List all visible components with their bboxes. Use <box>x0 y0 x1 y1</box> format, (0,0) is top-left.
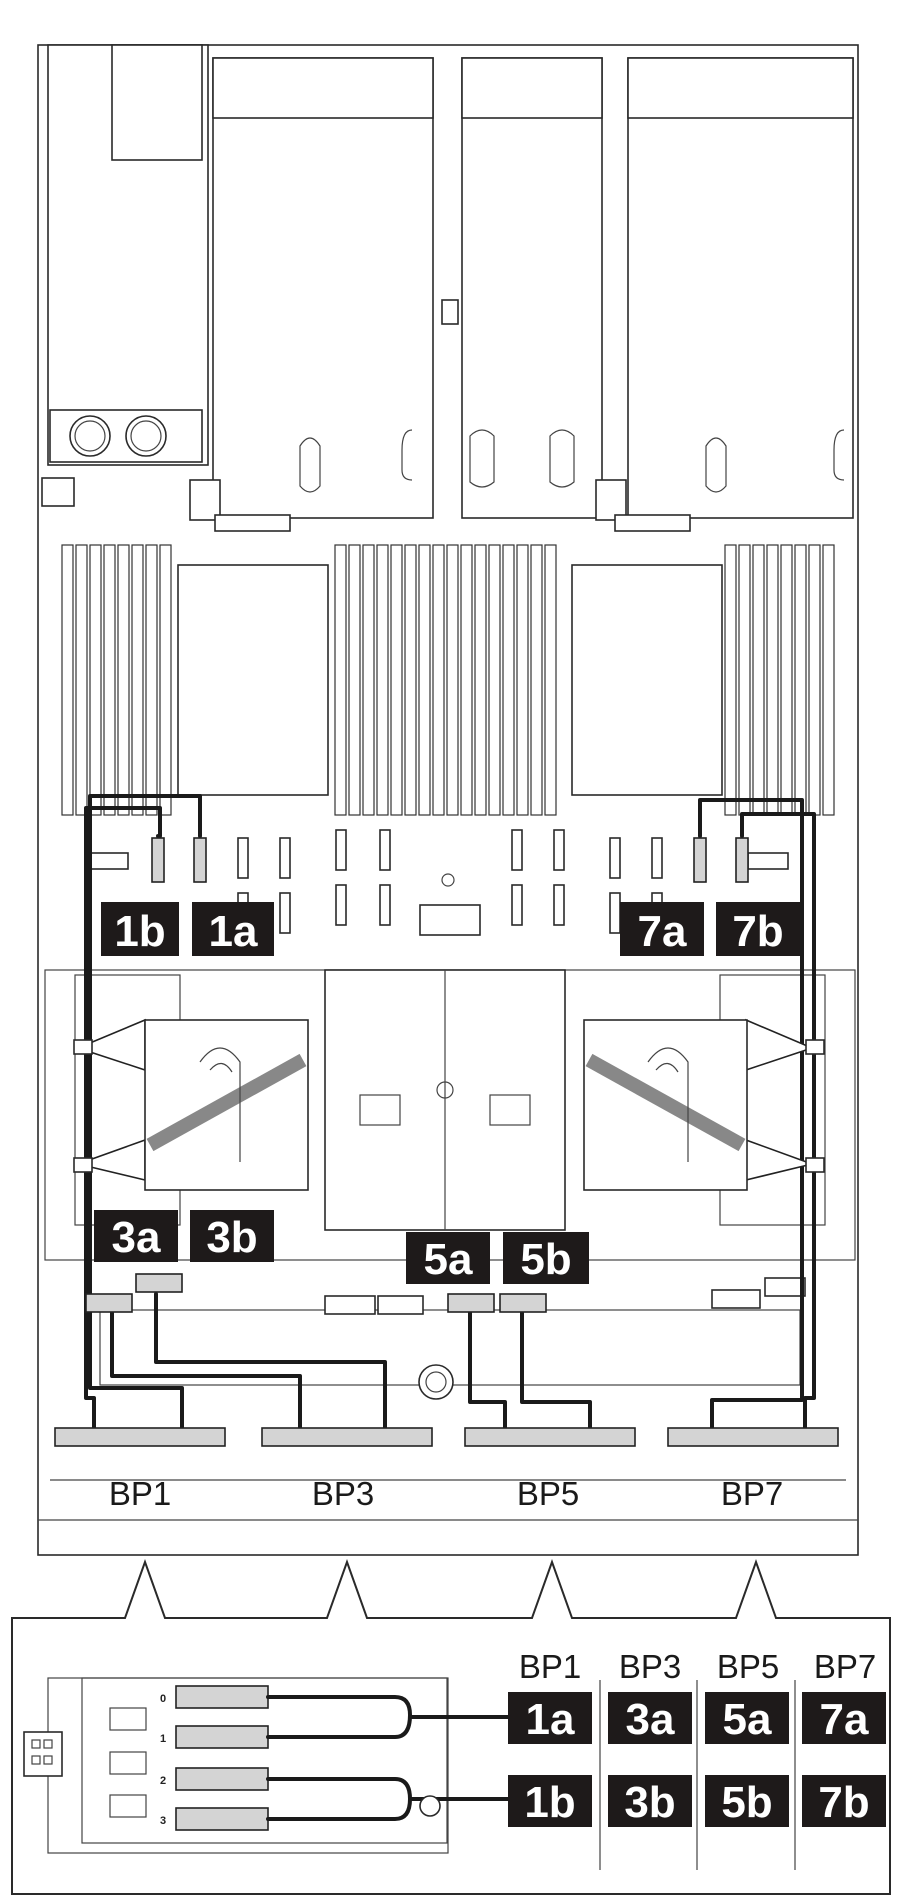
callout-1a-text: 1a <box>209 907 258 956</box>
dimm-slot <box>530 544 543 816</box>
backplane-label-bp3: BP3 <box>312 1475 374 1512</box>
dimm-slot <box>145 544 158 816</box>
dimm-slot <box>794 544 807 816</box>
dimm-slot <box>502 544 515 816</box>
port-number-3: 3 <box>160 1815 166 1827</box>
cables <box>84 794 816 1430</box>
dimm-slot <box>738 544 751 816</box>
power-supply-unit <box>41 44 209 507</box>
detail-callout-3b: 3b <box>608 1775 692 1827</box>
dimm-slot <box>544 544 557 816</box>
dimm-slot <box>446 544 459 816</box>
dimm-slots-left <box>61 544 172 816</box>
port-number-0: 0 <box>160 1693 166 1705</box>
detail-callout-3b-text: 3b <box>624 1778 675 1827</box>
riser-cage-right <box>595 57 854 532</box>
detail-callout-5a: 5a <box>705 1692 789 1744</box>
port-number-2: 2 <box>160 1775 166 1787</box>
dimm-slot <box>724 544 737 816</box>
dimm-slot <box>103 544 116 816</box>
cable-clips <box>73 1039 825 1173</box>
dimm-slot <box>822 544 835 816</box>
detail-header-bp5: BP5 <box>717 1648 779 1685</box>
detail-callout-5b-text: 5b <box>721 1778 772 1827</box>
dimm-slot <box>404 544 417 816</box>
callout-3a: 3a <box>94 1210 178 1262</box>
detail-callout-1a-text: 1a <box>526 1695 575 1744</box>
detail-callout-1b-text: 1b <box>524 1778 575 1827</box>
dimm-slot <box>362 544 375 816</box>
callout-3b: 3b <box>190 1210 274 1262</box>
riser-cage-left <box>189 57 434 532</box>
detail-callout-1a: 1a <box>508 1692 592 1744</box>
dimm-slot <box>348 544 361 816</box>
detail-callout-7b-text: 7b <box>818 1778 869 1827</box>
callout-3a-text: 3a <box>112 1213 161 1262</box>
detail-callout-7a-text: 7a <box>820 1695 869 1744</box>
dimm-slots-center <box>334 544 557 816</box>
detail-callout-1b: 1b <box>508 1775 592 1827</box>
dimm-slot <box>780 544 793 816</box>
dimm-slot <box>418 544 431 816</box>
callout-1a: 1a <box>192 902 274 956</box>
callout-7a: 7a <box>620 902 704 956</box>
dimm-slots-right <box>724 544 835 816</box>
callout-7b: 7b <box>716 902 800 956</box>
detail-callout-3a: 3a <box>608 1692 692 1744</box>
processor-1 <box>177 564 329 796</box>
backplane-label-bp5: BP5 <box>517 1475 579 1512</box>
backplane-connectors <box>54 1427 839 1447</box>
callout-5b-text: 5b <box>520 1235 571 1284</box>
dimm-slot <box>474 544 487 816</box>
backplane-ports <box>175 1685 269 1831</box>
riser-cage-middle <box>441 57 603 519</box>
cable-connectors-top <box>151 837 749 883</box>
callout-5a-text: 5a <box>424 1235 473 1284</box>
dimm-slot <box>117 544 130 816</box>
cable-connectors-bottom <box>85 1273 547 1313</box>
dimm-slot <box>75 544 88 816</box>
callout-7b-text: 7b <box>732 907 783 956</box>
dimm-slot <box>460 544 473 816</box>
callout-1b: 1b <box>101 902 179 956</box>
detail-callout-5b: 5b <box>705 1775 789 1827</box>
detail-header-bp1: BP1 <box>519 1648 581 1685</box>
dimm-slot <box>516 544 529 816</box>
detail-header-bp7: BP7 <box>814 1648 876 1685</box>
cable-clip-inset-right <box>583 1018 815 1191</box>
callout-5b: 5b <box>503 1232 589 1284</box>
dimm-slot <box>376 544 389 816</box>
dimm-slot <box>766 544 779 816</box>
dimm-slot <box>390 544 403 816</box>
dimm-slot <box>432 544 445 816</box>
callout-5a: 5a <box>406 1232 490 1284</box>
dimm-slot <box>808 544 821 816</box>
detail-header-bp3: BP3 <box>619 1648 681 1685</box>
detail-callout-7b: 7b <box>802 1775 886 1827</box>
callout-1b-text: 1b <box>114 907 165 956</box>
dimm-slot <box>131 544 144 816</box>
fan-bay <box>44 969 856 1261</box>
processor-2 <box>571 564 723 796</box>
dimm-slot <box>752 544 765 816</box>
port-number-1: 1 <box>160 1733 166 1745</box>
motherboard-connectors <box>87 829 789 936</box>
dimm-slot <box>89 544 102 816</box>
callout-7a-text: 7a <box>638 907 687 956</box>
dimm-slot <box>334 544 347 816</box>
dimm-slot <box>159 544 172 816</box>
detail-callout-7a: 7a <box>802 1692 886 1744</box>
dimm-slot <box>61 544 74 816</box>
detail-callout-3a-text: 3a <box>626 1695 675 1744</box>
dimm-slot <box>488 544 501 816</box>
callout-3b-text: 3b <box>206 1213 257 1262</box>
cable-clip-inset-left <box>75 1018 309 1191</box>
backplane-label-bp1: BP1 <box>109 1475 171 1512</box>
detail-callout-5a-text: 5a <box>723 1695 772 1744</box>
backplane-label-bp7: BP7 <box>721 1475 783 1512</box>
